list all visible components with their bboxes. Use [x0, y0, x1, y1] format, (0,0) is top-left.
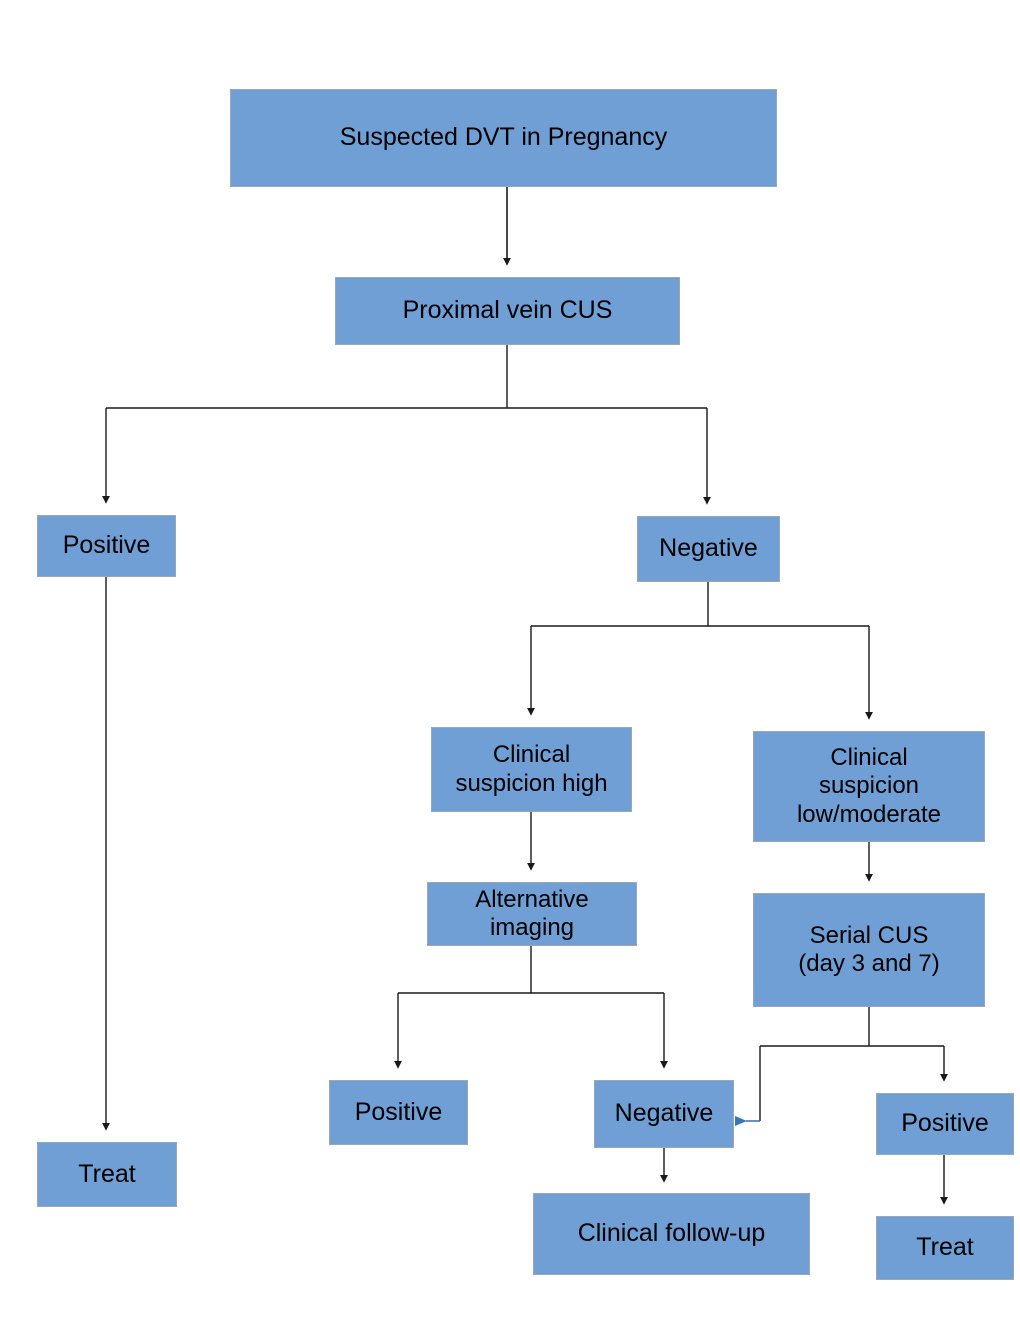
node-positive-alternative-imaging[interactable]: Positive: [329, 1080, 468, 1145]
node-negative-alternative-imaging[interactable]: Negative: [594, 1080, 734, 1148]
edge-cus-split: [102, 345, 711, 505]
node-treat-right[interactable]: Treat: [876, 1216, 1014, 1280]
node-positive-serial-cus[interactable]: Positive: [876, 1093, 1014, 1155]
node-proximal-vein-cus[interactable]: Proximal vein CUS: [335, 277, 680, 345]
node-treat-left[interactable]: Treat: [37, 1142, 177, 1207]
node-clinical-follow-up[interactable]: Clinical follow-up: [533, 1193, 810, 1275]
node-serial-cus[interactable]: Serial CUS (day 3 and 7): [753, 893, 985, 1007]
node-positive-cus[interactable]: Positive: [37, 515, 176, 577]
edge-negative-split: [527, 582, 873, 720]
node-clinical-suspicion-high[interactable]: Clinical suspicion high: [431, 727, 632, 812]
node-suspected-dvt-in-pregnancy[interactable]: Suspected DVT in Pregnancy: [230, 89, 777, 187]
node-alternative-imaging[interactable]: Alternative imaging: [427, 882, 637, 946]
edge-alt-imaging-split: [394, 946, 668, 1069]
node-clinical-suspicion-low-moderate[interactable]: Clinical suspicion low/moderate: [753, 731, 985, 842]
node-negative-cus[interactable]: Negative: [637, 516, 780, 582]
